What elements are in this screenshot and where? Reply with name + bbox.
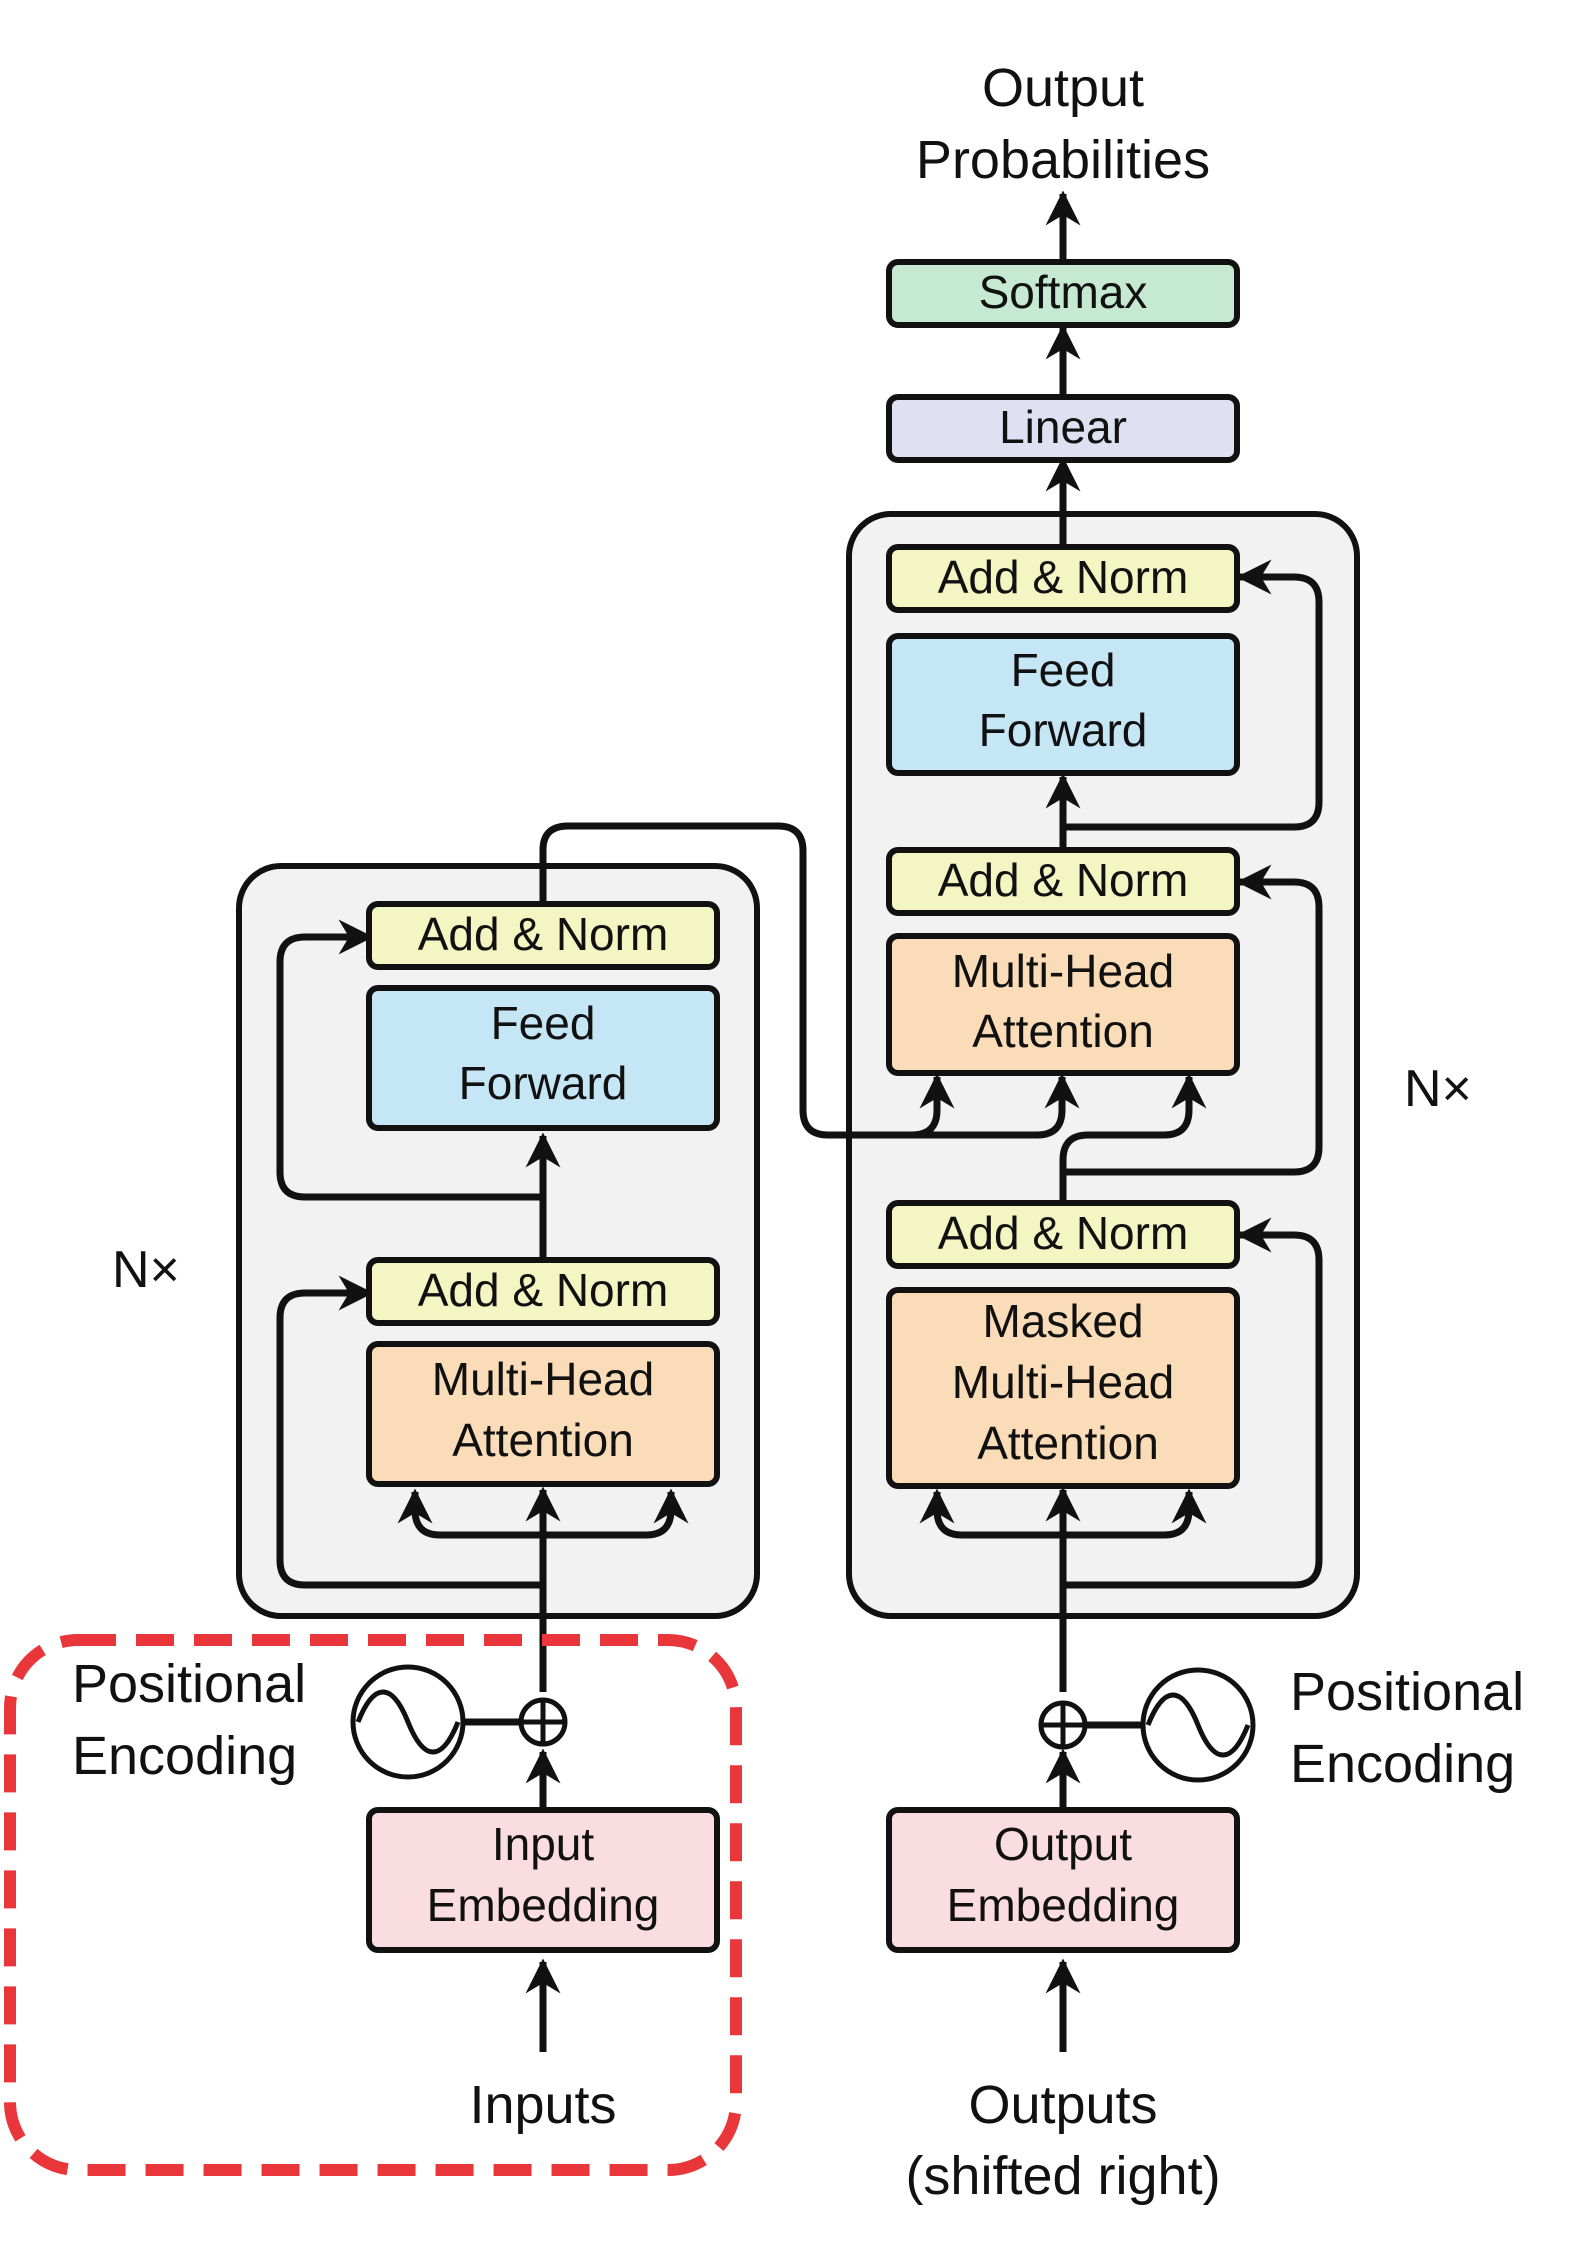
- decoder-positional-wave-icon: [1140, 1667, 1256, 1783]
- decoder-repeat-label: N×: [1404, 1060, 1472, 1118]
- output-embedding-line1: Output: [994, 1818, 1132, 1870]
- encoder-add-node: [518, 1697, 568, 1747]
- decoder-add-norm-mid-label: Add & Norm: [938, 854, 1189, 906]
- input-embedding-line2: Embedding: [427, 1879, 660, 1931]
- connections: [276, 190, 1323, 2052]
- softmax-box: [886, 259, 1240, 328]
- encoder-feed-forward-line1: Feed: [491, 997, 596, 1049]
- decoder-positional-line2: Encoding: [1290, 1734, 1515, 1794]
- decoder-cross-attention-line2: Attention: [972, 1005, 1154, 1057]
- input-embedding-line1: Input: [492, 1818, 595, 1870]
- decoder-feed-forward-line1: Feed: [1011, 644, 1116, 696]
- encoder-feed-forward-line2: Forward: [459, 1057, 628, 1109]
- decoder-masked-attention-line2: Multi-Head: [952, 1356, 1174, 1408]
- encoder-add-norm-bottom: [366, 1257, 720, 1326]
- output-probabilities-line2: Probabilities: [916, 130, 1210, 190]
- linear-label: Linear: [999, 401, 1127, 453]
- decoder-positional-line1: Positional: [1290, 1662, 1524, 1722]
- decoder-add-norm-top-label: Add & Norm: [938, 551, 1189, 603]
- encoder-repeat-label: N×: [112, 1241, 180, 1299]
- linear-box: [886, 394, 1240, 463]
- outputs-label-line1: Outputs: [968, 2075, 1157, 2135]
- decoder-add-norm-bottom: [886, 1200, 1240, 1269]
- decoder-add-norm-mid: [886, 847, 1240, 916]
- decoder-feed-forward-line2: Forward: [979, 704, 1148, 756]
- encoder-positional-line1: Positional: [72, 1654, 306, 1714]
- softmax-label: Softmax: [979, 266, 1148, 318]
- outputs-label-line2: (shifted right): [905, 2146, 1220, 2206]
- encoder-positional-wave-icon: [350, 1664, 466, 1780]
- decoder-masked-attention-line3: Attention: [977, 1417, 1159, 1469]
- decoder-masked-attention-line1: Masked: [982, 1295, 1143, 1347]
- output-embedding-box: [886, 1807, 1240, 1953]
- output-probabilities-line1: Output: [982, 58, 1144, 118]
- encoder-block: [236, 863, 760, 1619]
- encoder-feed-forward: [366, 985, 720, 1131]
- decoder-add-norm-top: [886, 544, 1240, 613]
- encoder-add-norm-bottom-label: Add & Norm: [418, 1264, 669, 1316]
- decoder-add-norm-bottom-label: Add & Norm: [938, 1207, 1189, 1259]
- decoder-masked-attention: [886, 1287, 1240, 1489]
- input-embedding-box: [366, 1807, 720, 1953]
- decoder-cross-attention-line1: Multi-Head: [952, 945, 1174, 997]
- decoder-feed-forward: [886, 633, 1240, 776]
- decoder-cross-attention: [886, 933, 1240, 1076]
- encoder-add-norm-top-label: Add & Norm: [418, 908, 669, 960]
- encoder-add-norm-top: [366, 901, 720, 970]
- encoder-positional-line2: Encoding: [72, 1726, 297, 1786]
- encoder-attention-line2: Attention: [452, 1414, 634, 1466]
- input-section-highlight: [4, 1634, 742, 2176]
- inputs-label: Inputs: [469, 2075, 616, 2135]
- encoder-attention-line1: Multi-Head: [432, 1353, 654, 1405]
- decoder-add-node: [1038, 1700, 1088, 1750]
- output-embedding-line2: Embedding: [947, 1879, 1180, 1931]
- encoder-attention: [366, 1341, 720, 1487]
